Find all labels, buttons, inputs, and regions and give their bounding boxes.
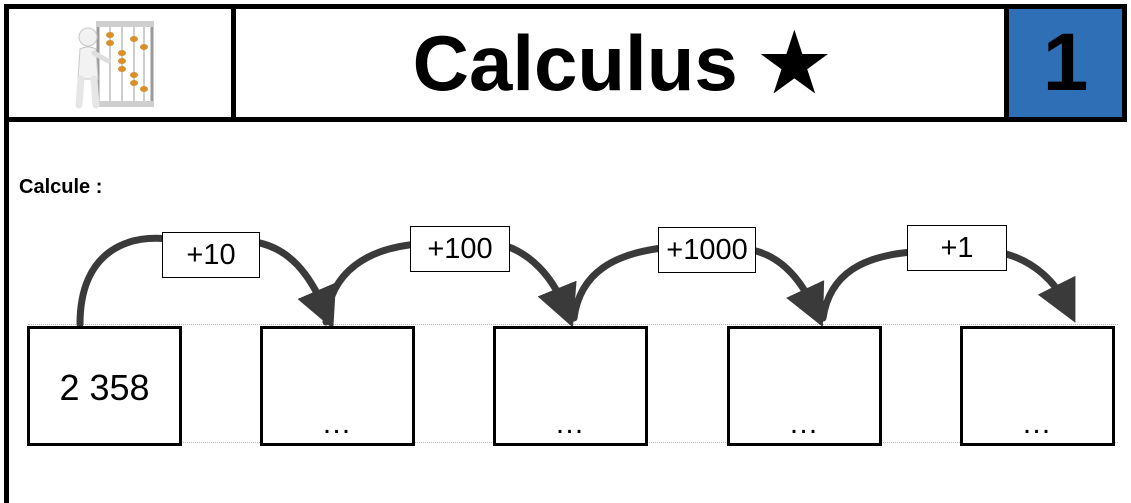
answer-box[interactable]: … [260, 326, 415, 446]
operation-label: +1 [907, 225, 1007, 271]
instruction-text: Calcule : [19, 176, 103, 198]
operation-label: +10 [162, 232, 260, 278]
exercise-frame [4, 118, 1127, 503]
operation-label: +100 [410, 226, 510, 272]
header-bar: Calculus ★ 1 [4, 4, 1127, 122]
page-title: Calculus ★ [412, 18, 830, 107]
operation-label: +1000 [658, 227, 756, 273]
abacus-figure-icon [75, 21, 154, 109]
answer-placeholder: … [554, 407, 587, 440]
arrow-1 [76, 234, 325, 324]
answer-placeholder: … [1021, 407, 1054, 440]
arrow-3 [570, 244, 814, 318]
answer-box[interactable]: … [493, 326, 648, 446]
answer-placeholder: … [788, 407, 821, 440]
start-number-box: 2 358 [27, 326, 182, 446]
answer-box[interactable]: … [727, 326, 882, 446]
start-value: 2 358 [59, 367, 150, 408]
answer-placeholder: … [321, 407, 354, 440]
level-number: 1 [1042, 17, 1089, 108]
answer-box[interactable]: … [960, 326, 1115, 446]
arrow-4 [819, 248, 1066, 318]
title-cell: Calculus ★ [236, 9, 1006, 117]
level-badge: 1 [1004, 9, 1122, 117]
logo-cell [9, 9, 236, 117]
